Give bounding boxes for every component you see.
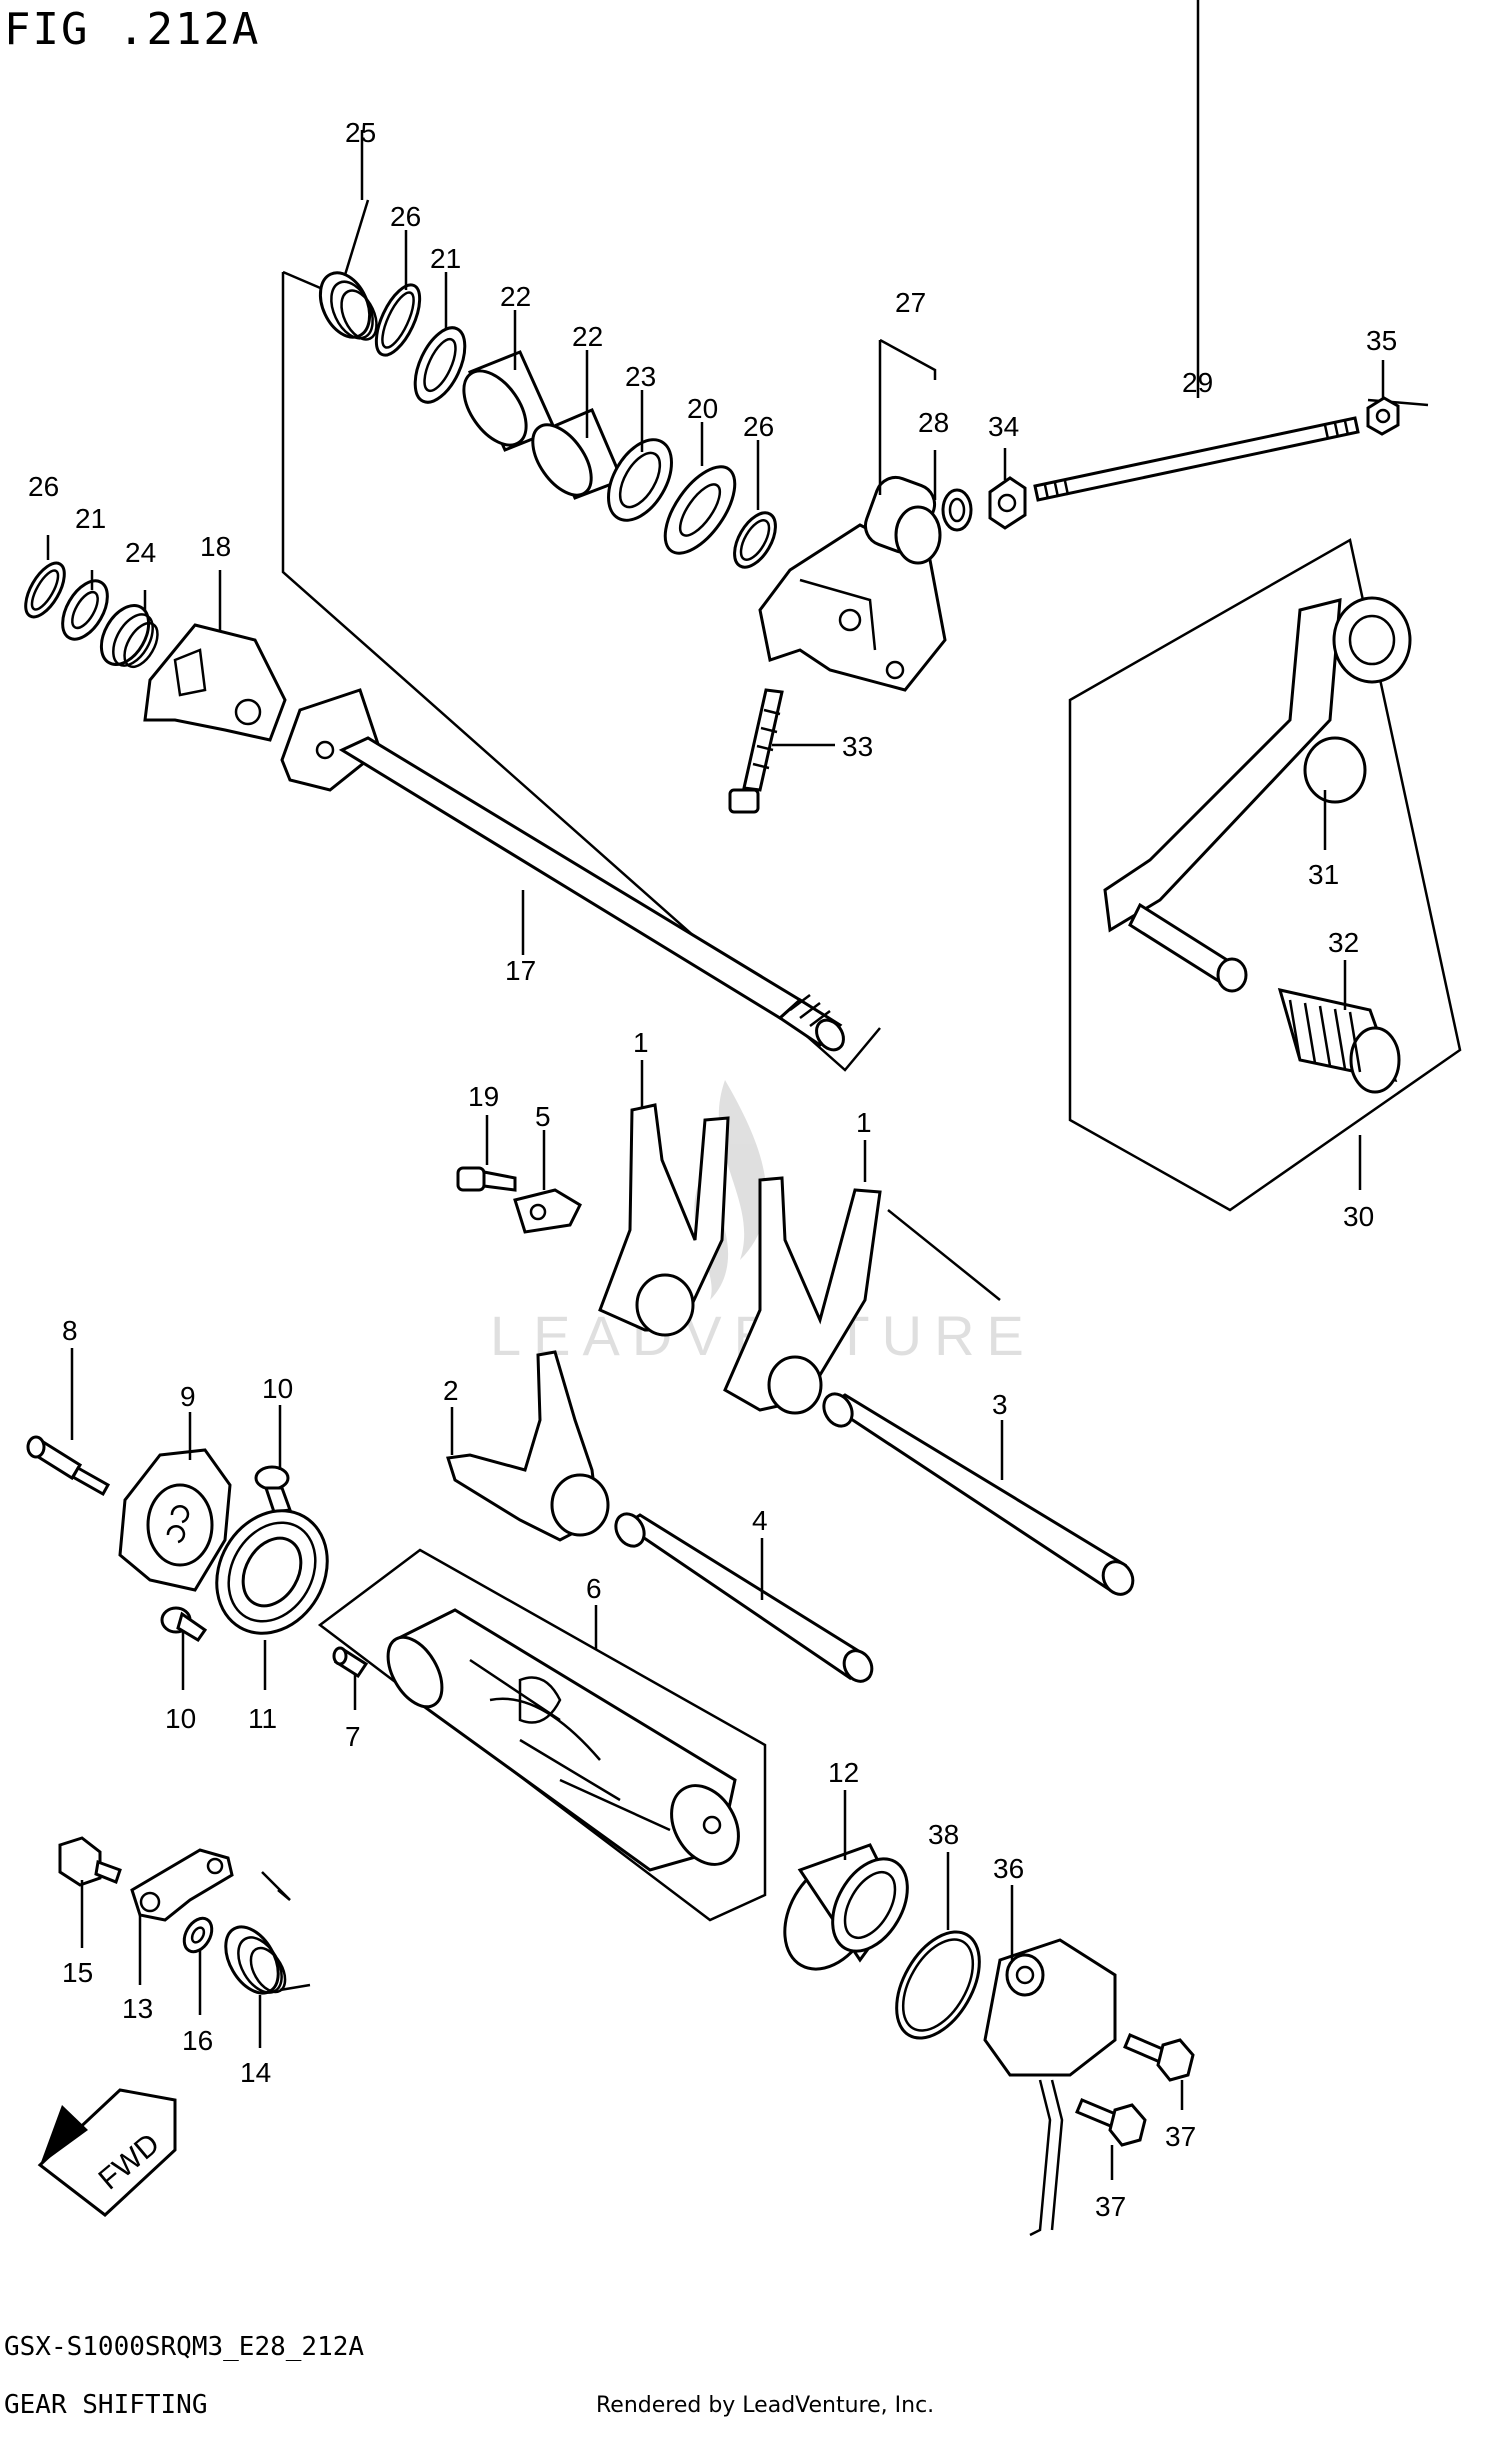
- part-32-shift-rubber: [1277, 987, 1401, 1094]
- part-35-nut: [1366, 396, 1400, 436]
- part-33-bolt: [728, 688, 784, 814]
- part-38-o-ring: [895, 1930, 981, 2040]
- part-16-washer: [182, 1916, 214, 1954]
- part-12-needle-bearing: [783, 1843, 909, 1971]
- part-4-fork-shaft: [614, 1512, 874, 1683]
- callout-17: 17: [505, 955, 536, 986]
- callout-32: 32: [1328, 927, 1359, 958]
- part-13-stopper-arm: [130, 1848, 234, 1922]
- callout-21-upper: 21: [430, 243, 461, 274]
- callout-22-b: 22: [572, 321, 603, 352]
- section-title: GEAR SHIFTING: [4, 2390, 208, 2420]
- callout-24: 24: [125, 537, 156, 568]
- callout-22-a: 22: [500, 281, 531, 312]
- callout-20: 20: [687, 393, 718, 424]
- part-1-gearshift-fork-b: [723, 1176, 882, 1415]
- part-22-bushing-a: [462, 350, 558, 452]
- part-37-screw-lower: [1075, 2098, 1147, 2147]
- callout-37-lower: 37: [1095, 2191, 1126, 2222]
- part-26-circlip-mid: [733, 511, 777, 569]
- part-7-pin: [332, 1646, 369, 1679]
- part-6-gearshift-cam: [386, 1608, 740, 1872]
- part-11-bearing: [215, 1509, 329, 1635]
- callout-1-a: 1: [633, 1027, 649, 1058]
- part-10-bolt-lower: [160, 1606, 208, 1643]
- part-20-washer: [663, 465, 737, 555]
- callout-3: 3: [992, 1389, 1008, 1420]
- callout-36: 36: [993, 1853, 1024, 1884]
- part-9-gearshift-cam-driven-gear: [118, 1448, 232, 1592]
- callout-28: 28: [918, 407, 949, 438]
- part-19-screw: [456, 1166, 517, 1192]
- callout-34: 34: [988, 411, 1019, 442]
- callout-29: 29: [1182, 367, 1213, 398]
- part-18-shift-plate: [143, 623, 287, 742]
- callout-15: 15: [62, 1957, 93, 1988]
- part-26-circlip-left: [24, 561, 66, 619]
- callout-1-b: 1: [856, 1107, 872, 1138]
- callout-31: 31: [1308, 859, 1339, 890]
- callout-27: 27: [895, 287, 926, 318]
- callout-labels: 25 26 21 22 22 23 20 26 27 28 34 29 35 3…: [28, 117, 1397, 2222]
- callout-14: 14: [240, 2057, 271, 2088]
- callout-18: 18: [200, 531, 231, 562]
- part-14-spring: [224, 1871, 311, 1995]
- callout-6: 6: [586, 1573, 602, 1604]
- callout-10-lower: 10: [165, 1703, 196, 1734]
- callout-leader-lines: [46, 0, 1385, 2180]
- callout-35: 35: [1366, 325, 1397, 356]
- part-22-bushing-b: [531, 408, 624, 500]
- callout-26-left: 26: [28, 471, 59, 502]
- callout-9: 9: [180, 1381, 196, 1412]
- figure-title: FIG .212A: [4, 4, 261, 55]
- part-36-gear-position-sensor: [983, 1938, 1117, 2237]
- part-24-spring-left: [99, 604, 159, 669]
- callout-13: 13: [122, 1993, 153, 2024]
- callout-33: 33: [842, 731, 873, 762]
- part-25-return-spring: [318, 199, 378, 341]
- part-21-washer-left: [61, 579, 109, 641]
- rendered-by-credit: Rendered by LeadVenture, Inc.: [596, 2393, 935, 2418]
- part-29-shift-rod: [1033, 416, 1360, 502]
- part-21-washer-upper: [413, 326, 467, 404]
- callout-11: 11: [248, 1703, 277, 1734]
- part-2-gearshift-fork: [446, 1350, 610, 1542]
- callout-10-upper: 10: [262, 1373, 293, 1404]
- part-23-oil-seal: [607, 438, 673, 522]
- callout-26-upper: 26: [390, 201, 421, 232]
- callout-38: 38: [928, 1819, 959, 1850]
- part-1-gearshift-fork-a: [598, 1103, 730, 1337]
- callout-8: 8: [62, 1315, 78, 1346]
- part-17-gearshift-shaft: [280, 688, 845, 1052]
- callout-2: 2: [443, 1375, 459, 1406]
- part-31-gearshift-lever: [1103, 596, 1412, 993]
- part-26-circlip-upper: [374, 283, 422, 357]
- model-code: GSX-S1000SRQM3_E28_212A: [4, 2332, 365, 2362]
- assembly-group-outlines: [281, 270, 1462, 1922]
- part-10-bolt-upper: [254, 1465, 293, 1514]
- callout-30: 30: [1343, 1201, 1374, 1232]
- callout-23: 23: [625, 361, 656, 392]
- part-37-screw-right: [1123, 2033, 1195, 2082]
- part-15-bolt: [58, 1836, 122, 1887]
- callout-16: 16: [182, 2025, 213, 2056]
- callout-19: 19: [468, 1081, 499, 1112]
- callout-21-left: 21: [75, 503, 106, 534]
- callout-12: 12: [828, 1757, 859, 1788]
- forward-direction-arrow-icon: FWD: [37, 2088, 177, 2217]
- part-27-shift-arm-assembly: [758, 475, 947, 692]
- callout-5: 5: [535, 1101, 551, 1132]
- callout-25: 25: [345, 117, 376, 148]
- part-28-collar: [941, 488, 973, 532]
- part-3-fork-shaft: [822, 1392, 1135, 1596]
- part-8-pin: [26, 1435, 111, 1497]
- part-5-stopper: [513, 1188, 582, 1234]
- callout-4: 4: [752, 1505, 768, 1536]
- callout-7: 7: [345, 1721, 361, 1752]
- callout-37-right: 37: [1165, 2121, 1196, 2152]
- part-34-nut: [988, 476, 1027, 530]
- callout-26-mid: 26: [743, 411, 774, 442]
